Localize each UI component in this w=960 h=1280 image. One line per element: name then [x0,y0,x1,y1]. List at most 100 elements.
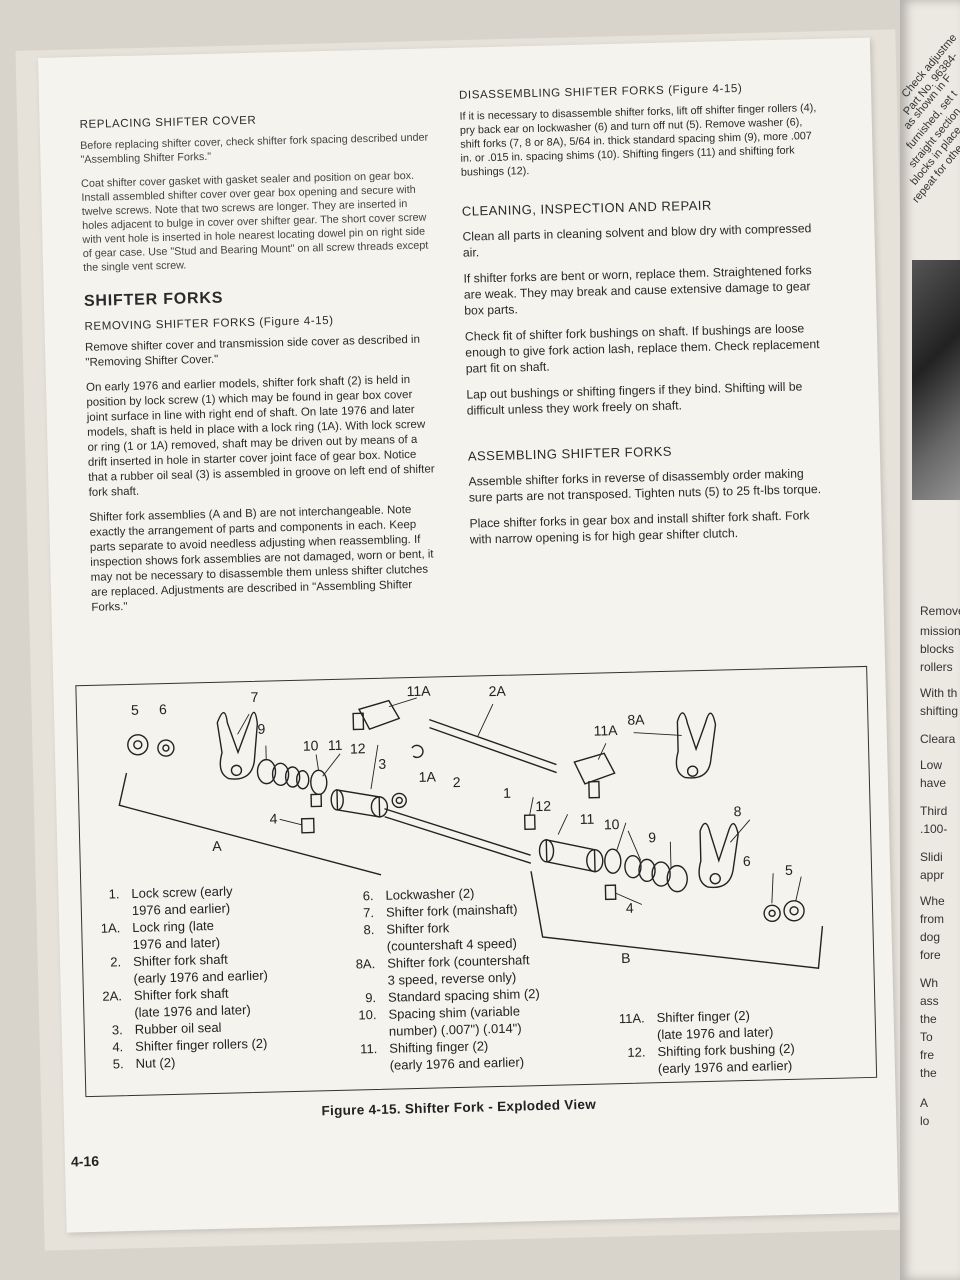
callout-2A: 2A [488,683,506,699]
callout-12b: 12 [535,798,551,814]
side-word: lo [920,1114,930,1128]
side-word: appr [920,868,945,882]
shaft-2 [384,808,532,864]
figure-box: 5 6 7 9 10 11 12 3 11A 2A 1A 2 4 A 11A 8… [75,665,878,1098]
assembling-heading: ASSEMBLING SHIFTER FORKS [467,443,673,464]
side-word: fre [920,1048,935,1062]
callout-11b: 11 [580,811,595,827]
callout-5b: 5 [785,862,793,878]
nut-b [783,900,805,922]
exploded-view-diagram: 5 6 7 9 10 11 12 3 11A 2A 1A 2 4 A 11A 8… [118,683,824,969]
callout-12a: 12 [350,740,366,756]
side-word: mission [920,624,960,638]
cleaning-paragraph-3: Check fit of shifter fork bushings on sh… [464,321,820,376]
lock-ring-1A [411,744,424,759]
replacing-cover-heading: REPLACING SHIFTER COVER [79,114,257,132]
cleaning-paragraph-2: If shifter forks are bent or worn, repla… [463,263,812,318]
assembling-paragraph-2: Place shifter forks in gear box and inst… [469,508,810,547]
shifter-fork-7 [216,711,259,780]
legend-item: 11.Shifting finger (2) (early 1976 and e… [360,1038,525,1073]
removing-paragraph-2: On early 1976 and earlier models, shifte… [85,374,435,499]
side-word: To [920,1030,933,1044]
roller-a [300,817,315,834]
lock-screw-1 [523,814,536,831]
callout-4b: 4 [626,900,634,916]
side-word: dog [920,930,941,944]
callout-1: 1 [503,785,511,801]
nut-a [127,734,149,756]
callout-4a: 4 [269,810,277,826]
bracket-a [118,772,382,876]
side-word: ass [920,994,939,1008]
side-word: Cleara [920,732,956,746]
callout-3: 3 [378,756,386,772]
callout-7: 7 [250,689,258,705]
callout-8: 8 [733,803,741,819]
callout-8A: 8A [627,711,645,727]
disassembling-paragraph: If it is necessary to disassemble shifte… [459,102,817,179]
callout-2: 2 [453,774,461,790]
removing-paragraph-3: Shifter fork assemblies (A and B) are no… [89,504,434,614]
side-word: the [920,1012,937,1026]
callout-6a: 6 [159,701,167,717]
shifter-fork-8 [698,822,739,889]
callout-5a: 5 [131,702,139,718]
oil-seal [391,792,407,809]
bushing-b [538,838,604,873]
shifting-finger-a [310,769,328,808]
disassembling-heading: DISASSEMBLING SHIFTER FORKS (Figure 4-15… [458,82,743,102]
assembling-paragraph-1: Assemble shifter forks in reverse of dis… [468,466,822,505]
callout-1A: 1A [418,768,436,784]
shifter-fork-8A [675,712,717,779]
side-word: .100- [920,822,948,836]
replacing-cover-paragraph-1: Before replacing shifter cover, check sh… [80,131,429,166]
callout-labels: 5 6 7 9 10 11 12 3 11A 2A 1A 2 4 A 11A 8… [131,683,793,966]
shifter-finger-11A-b [573,752,616,799]
legend-column-1: 1.Lock screw (early 1976 and earlier) 1A… [89,880,353,1073]
side-photo [912,260,960,500]
side-word: from [920,912,944,926]
shaft-2A [429,718,557,774]
removing-paragraph-1: Remove shifter cover and transmission si… [84,333,421,369]
cleaning-paragraph-4: Lap out bushings or shifting fingers if … [466,379,803,418]
left-column: REPLACING SHIFTER COVER Before replacing… [80,110,442,625]
adjacent-page: Check adjustme Part No. 96384- as shown … [900,0,960,1280]
removing-forks-heading: REMOVING SHIFTER FORKS (Figure 4-15) [84,314,334,333]
side-word: A [920,1096,929,1110]
cleaning-heading: CLEANING, INSPECTION AND REPAIR [461,197,713,219]
callout-B: B [621,950,631,966]
callout-11A-b: 11A [593,722,618,739]
spacer-stack-a [256,758,310,790]
callout-6b: 6 [743,853,751,869]
side-word: blocks [920,642,955,656]
replacing-cover-paragraph-2: Coat shifter cover gasket with gasket se… [80,169,429,274]
side-word: With th [920,686,958,700]
legend-item: 12.Shifting fork bushing (2) (early 1976… [627,1040,795,1077]
bushing-a [330,789,389,818]
side-word: Low [920,758,943,772]
side-word: Slidi [920,850,943,864]
side-word: the [920,1066,937,1080]
leader-lines [237,697,802,905]
side-word: shifting [920,704,959,718]
side-word: Third [920,804,948,818]
side-word: Wh [920,976,938,990]
shifter-finger-11A-a [352,699,401,731]
legend-column-2: 6.Lockwasher (2) 7.Shifter fork (mainsha… [343,881,617,1075]
page-number: 4-16 [70,1152,100,1170]
callout-11a: 11 [328,737,343,753]
cleaning-paragraph-1: Clean all parts in cleaning solvent and … [462,221,812,260]
lockwasher-b [763,904,781,923]
callout-A: A [212,838,222,854]
right-column: DISASSEMBLING SHIFTER FORKS (Figure 4-15… [459,81,830,558]
side-word: fore [920,948,941,962]
side-word: have [920,776,947,790]
spacer-stack-b [624,855,688,893]
shifting-finger-b [604,848,622,901]
callout-10b: 10 [604,816,620,832]
callout-9a: 9 [257,721,265,737]
side-word: rollers [920,660,953,674]
callout-10a: 10 [303,737,319,753]
section-title: SHIFTER FORKS [83,289,224,310]
figure-caption: Figure 4-15. Shifter Fork - Exploded Vie… [321,1096,597,1119]
